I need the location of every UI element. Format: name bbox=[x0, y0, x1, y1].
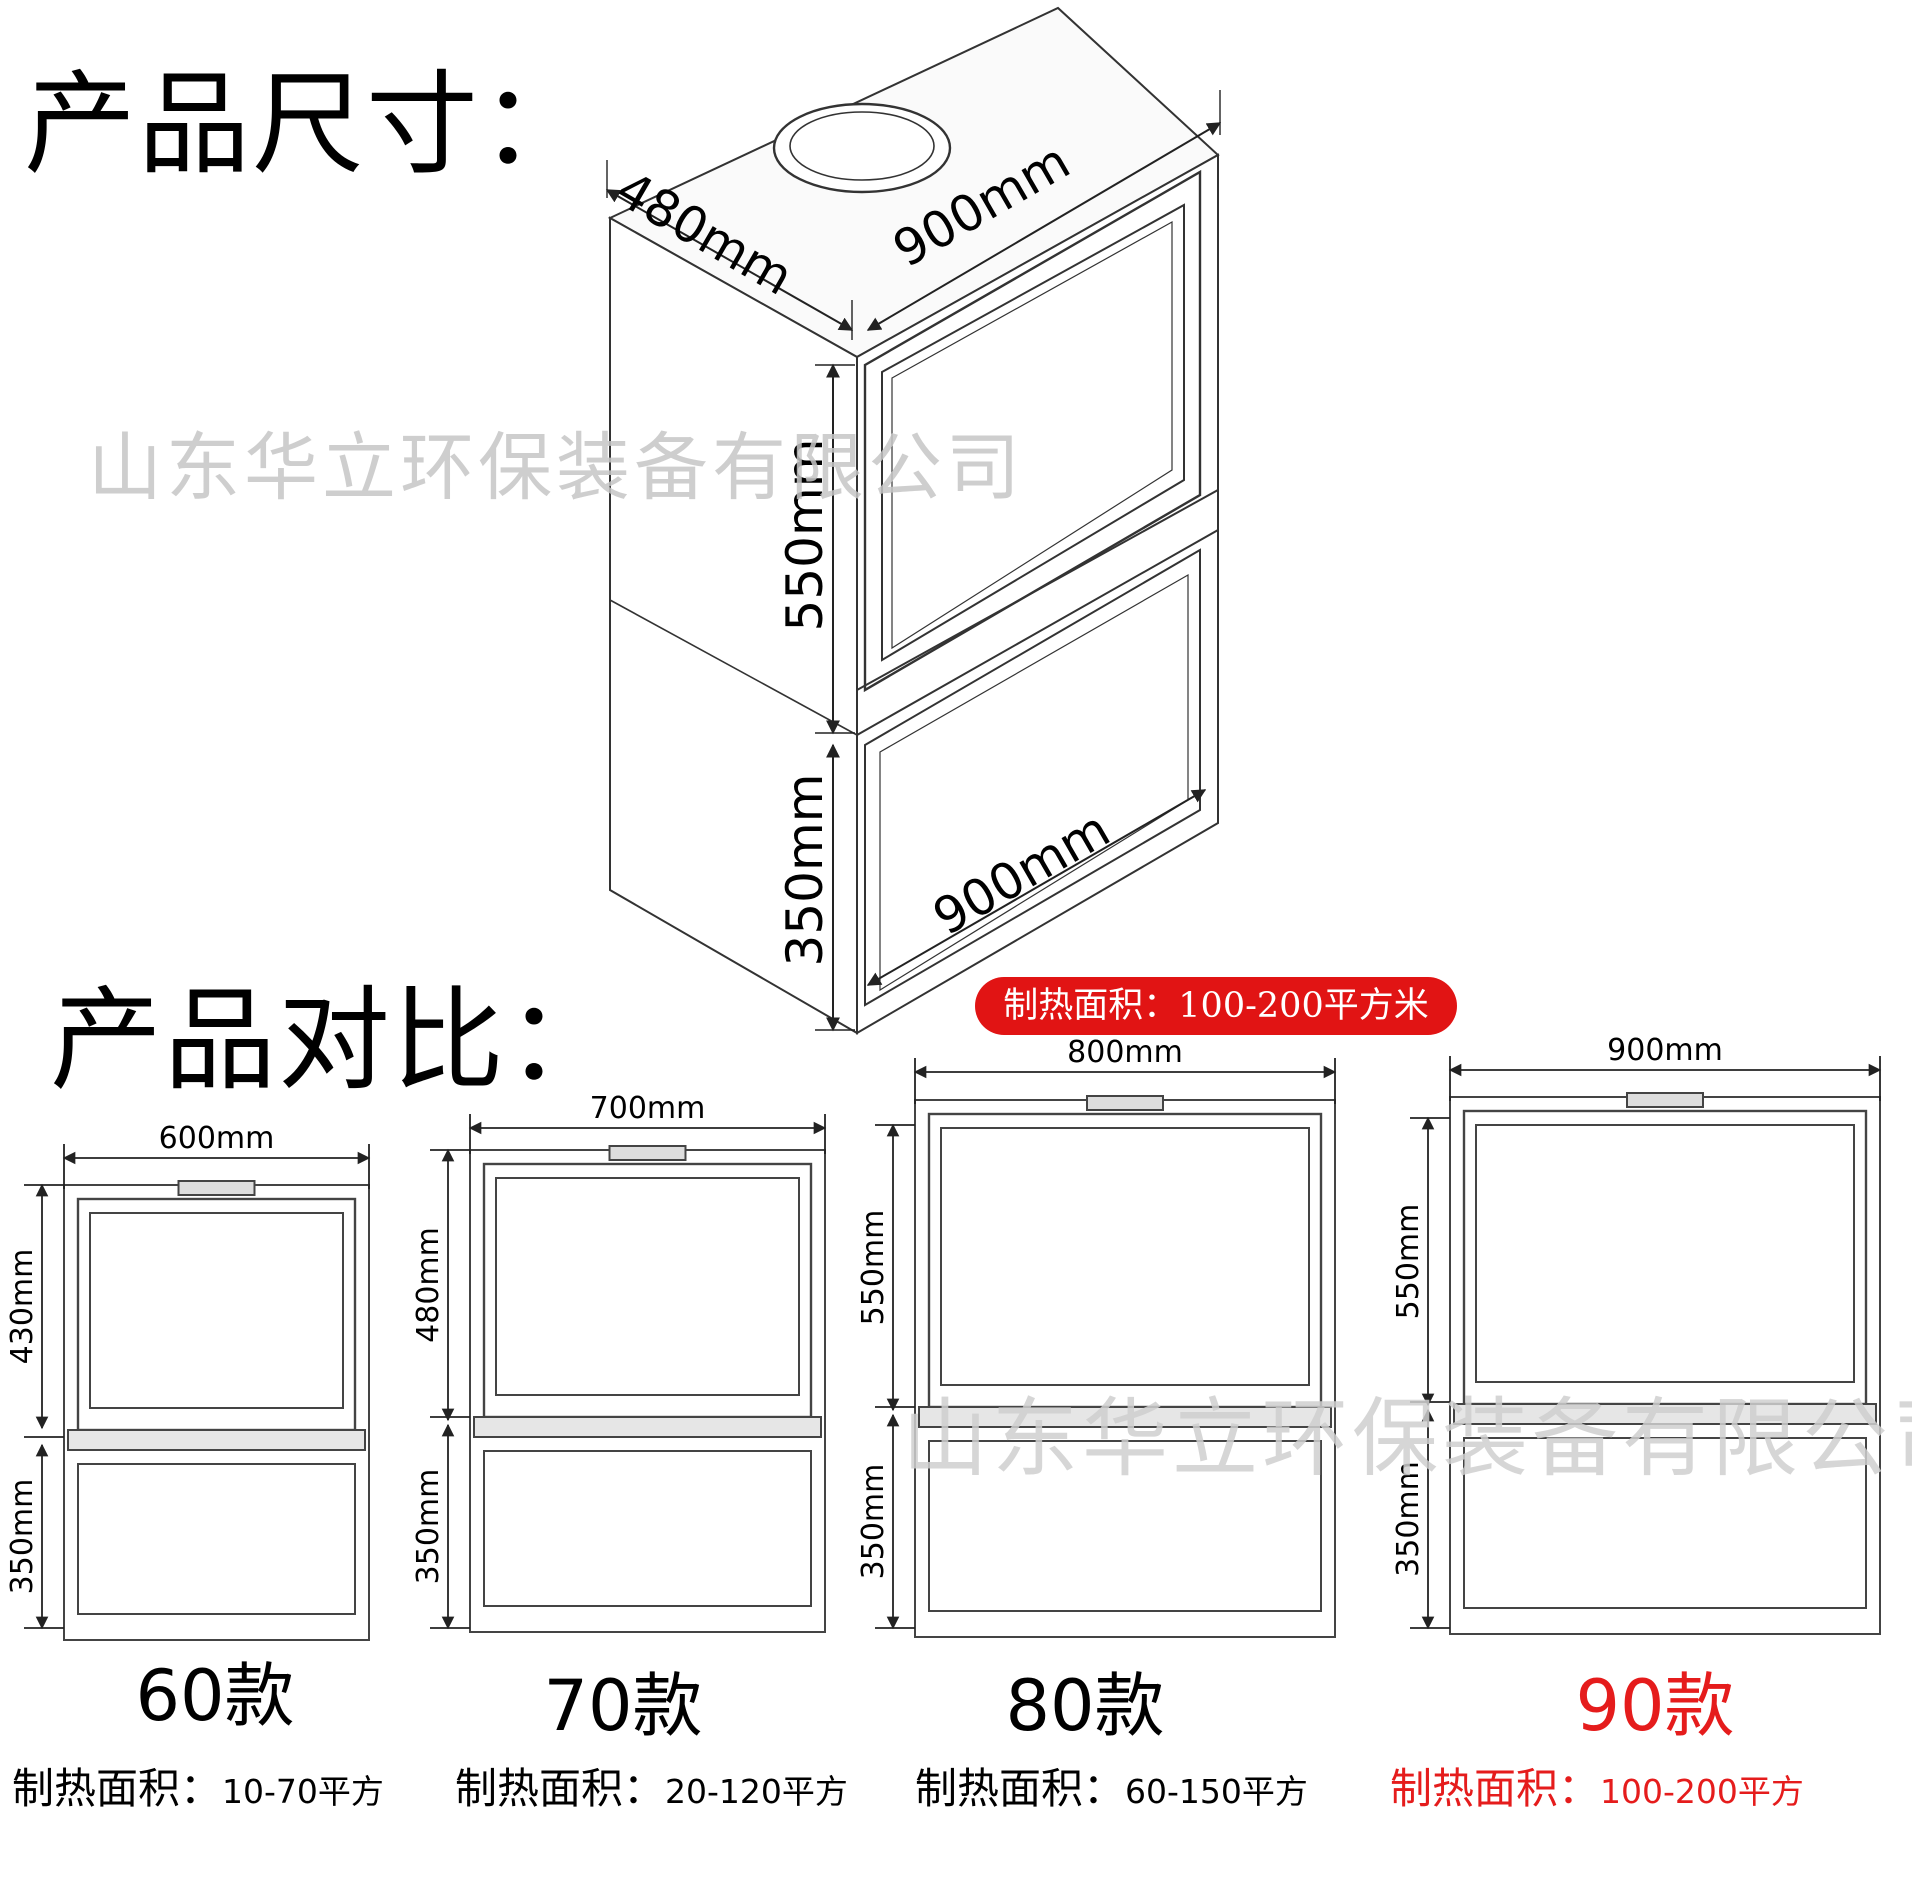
model-name-label: 70款 bbox=[543, 1665, 703, 1747]
model-diagram-70款: 700mm 480mm 350mm bbox=[411, 1091, 827, 1633]
model-ledge bbox=[67, 1429, 366, 1451]
model-flue bbox=[1086, 1095, 1164, 1111]
model-body bbox=[63, 1184, 370, 1641]
model-body bbox=[1449, 1096, 1881, 1635]
upper-height-label: 550mm bbox=[776, 439, 834, 632]
heating-area-label: 制热面积： bbox=[12, 1764, 223, 1813]
model-upper-height-label: 430mm bbox=[5, 1249, 40, 1365]
model-flue bbox=[608, 1145, 687, 1161]
model-width-label: 800mm bbox=[1067, 1035, 1183, 1070]
model-body bbox=[914, 1099, 1336, 1638]
model-diagram-60款: 600mm 430mm 350mm bbox=[5, 1121, 371, 1641]
model-lower-height-label: 350mm bbox=[1391, 1461, 1426, 1577]
model-dimension-lines bbox=[24, 1144, 371, 1630]
model-lower-height-label: 350mm bbox=[5, 1479, 40, 1595]
heating-area-label: 制热面积： bbox=[915, 1764, 1126, 1813]
model-width-label: 700mm bbox=[590, 1091, 706, 1126]
model-lower-height-label: 350mm bbox=[411, 1469, 446, 1585]
isometric-fireplace bbox=[607, 6, 1220, 1035]
model-glass bbox=[495, 1177, 800, 1396]
model-ledge bbox=[918, 1406, 1332, 1428]
model-glass bbox=[89, 1212, 344, 1409]
model-name-label: 90款 bbox=[1575, 1665, 1735, 1747]
main-dimension-lines bbox=[605, 90, 1222, 1032]
model-heating-area: 制热面积：60-150平方 bbox=[915, 1755, 1308, 1816]
model-heating-area: 制热面积：10-70平方 bbox=[12, 1755, 384, 1816]
model-upper-height-label: 550mm bbox=[856, 1210, 891, 1326]
model-heating-area: 制热面积：20-120平方 bbox=[455, 1755, 848, 1816]
model-glass bbox=[940, 1127, 1310, 1386]
watermark-top: 山东华立环保装备有限公司 bbox=[88, 425, 1024, 511]
heating-area-value: 20-120平方 bbox=[665, 1772, 848, 1811]
model-diagram-90款: 900mm 550mm 350mm bbox=[1391, 1033, 1882, 1635]
model-dimension-lines bbox=[875, 1058, 1337, 1630]
model-name-label: 60款 bbox=[135, 1655, 295, 1737]
model-ledge bbox=[473, 1416, 822, 1438]
heating-area-value: 60-150平方 bbox=[1125, 1772, 1308, 1811]
heating-area-value: 10-70平方 bbox=[222, 1772, 384, 1811]
model-glass bbox=[1475, 1124, 1855, 1383]
model-diagram-80款: 800mm 550mm 350mm bbox=[856, 1035, 1337, 1638]
model-width-label: 900mm bbox=[1607, 1033, 1723, 1068]
model-body bbox=[469, 1149, 826, 1633]
model-ledge bbox=[1453, 1403, 1877, 1425]
model-dimension-lines bbox=[1410, 1056, 1882, 1630]
model-name-label: 80款 bbox=[1005, 1665, 1165, 1747]
dimensions-heading: 产品尺寸： bbox=[24, 60, 594, 190]
watermark-bottom: 山东华立环保装备有限公司 bbox=[902, 1389, 1912, 1489]
lower-height-label: 350mm bbox=[776, 774, 834, 967]
model-flue bbox=[177, 1180, 256, 1196]
heating-area-label: 制热面积： bbox=[455, 1764, 666, 1813]
model-heating-area: 制热面积：100-200平方 bbox=[1390, 1755, 1804, 1816]
model-lower-panel bbox=[928, 1440, 1322, 1612]
heating-area-badge: 制热面积：100-200平方米 bbox=[975, 977, 1457, 1035]
model-lower-panel bbox=[77, 1463, 356, 1615]
model-lower-panel bbox=[1463, 1437, 1867, 1609]
model-dimension-lines bbox=[430, 1114, 827, 1630]
model-upper-height-label: 480mm bbox=[411, 1227, 446, 1343]
model-flue bbox=[1626, 1092, 1704, 1108]
heating-area-value: 100-200平方 bbox=[1600, 1772, 1804, 1811]
model-lower-height-label: 350mm bbox=[856, 1464, 891, 1580]
model-upper-height-label: 550mm bbox=[1391, 1204, 1426, 1320]
model-lower-panel bbox=[483, 1450, 812, 1607]
model-width-label: 600mm bbox=[159, 1121, 275, 1156]
comparison-heading: 产品对比： bbox=[50, 976, 620, 1106]
heating-area-label: 制热面积： bbox=[1390, 1764, 1601, 1813]
ledge bbox=[856, 488, 1219, 737]
